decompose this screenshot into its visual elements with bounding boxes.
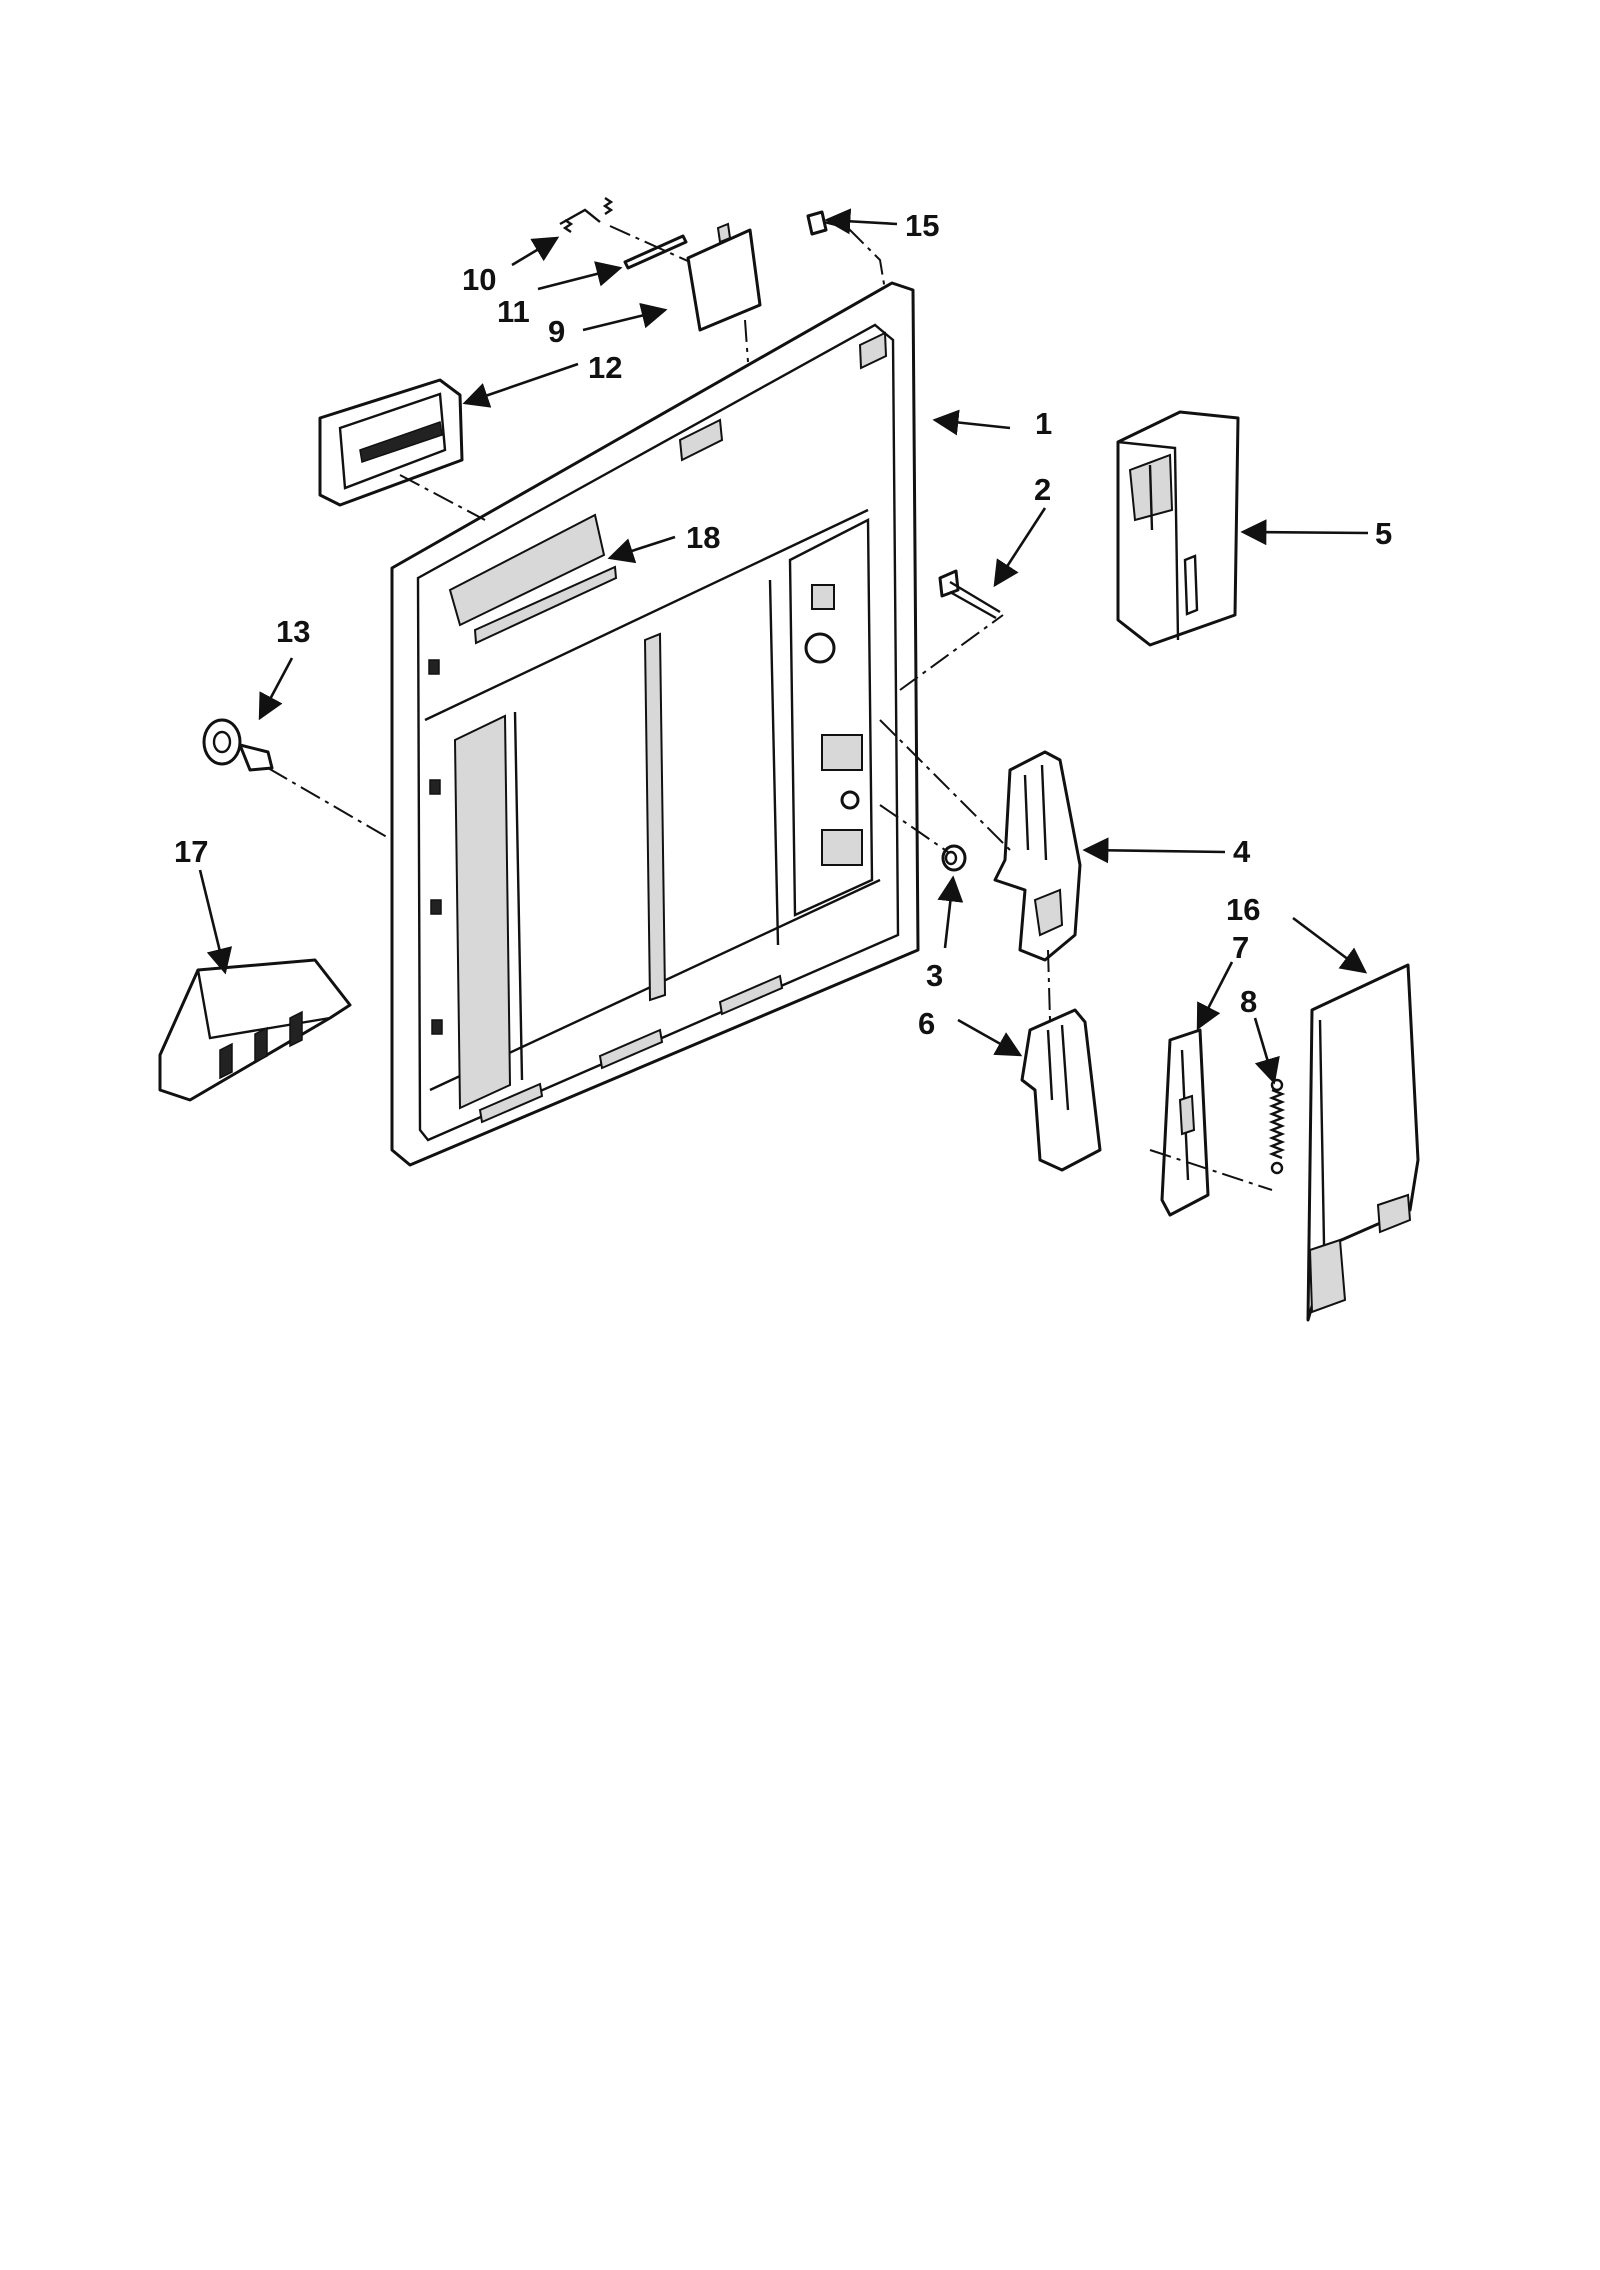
- callout-9: 9: [548, 314, 565, 349]
- assembly-lines: [267, 225, 1273, 1191]
- switch-module-part-5: [1116, 410, 1240, 647]
- pin-part-2: [938, 569, 1001, 620]
- callout-labels: 1 2 3 4 5 6 7 8 9 10 11 12 13 15 16 17 1…: [174, 208, 1392, 1041]
- side-panel-part-16: [1306, 963, 1420, 1322]
- callout-8: 8: [1240, 984, 1257, 1019]
- callout-11: 11: [497, 294, 530, 329]
- slide-bar-part-7: [1160, 1028, 1210, 1217]
- handle-bracket-part-12: [318, 378, 464, 507]
- leader-arrows: [198, 208, 1369, 1085]
- spring-clip-part-10: [559, 197, 614, 233]
- bottom-trim-part-17: [158, 958, 352, 1102]
- rod-part-11: [623, 234, 688, 270]
- knob-part-13: [202, 718, 274, 772]
- callout-17: 17: [174, 834, 208, 869]
- callout-7: 7: [1232, 930, 1249, 965]
- callout-6: 6: [918, 1006, 935, 1041]
- callout-18: 18: [686, 520, 720, 555]
- callout-1: 1: [1035, 406, 1052, 441]
- clip-block-part-9: [686, 222, 762, 332]
- latch-housing-part-4: [993, 750, 1082, 962]
- screw-part-15: [806, 210, 849, 236]
- door-panel-part-1: [390, 281, 920, 1167]
- grommet-part-3: [941, 844, 967, 872]
- lower-latch-part-6: [1020, 1008, 1102, 1172]
- callout-5: 5: [1375, 516, 1392, 551]
- callout-15: 15: [905, 208, 939, 243]
- callout-3: 3: [926, 958, 943, 993]
- callout-2: 2: [1034, 472, 1051, 507]
- callout-12: 12: [588, 350, 622, 385]
- callout-4: 4: [1233, 834, 1251, 869]
- callout-10: 10: [462, 262, 496, 297]
- callout-13: 13: [276, 614, 310, 649]
- spring-part-8: [1268, 1078, 1286, 1175]
- callout-16: 16: [1226, 892, 1260, 927]
